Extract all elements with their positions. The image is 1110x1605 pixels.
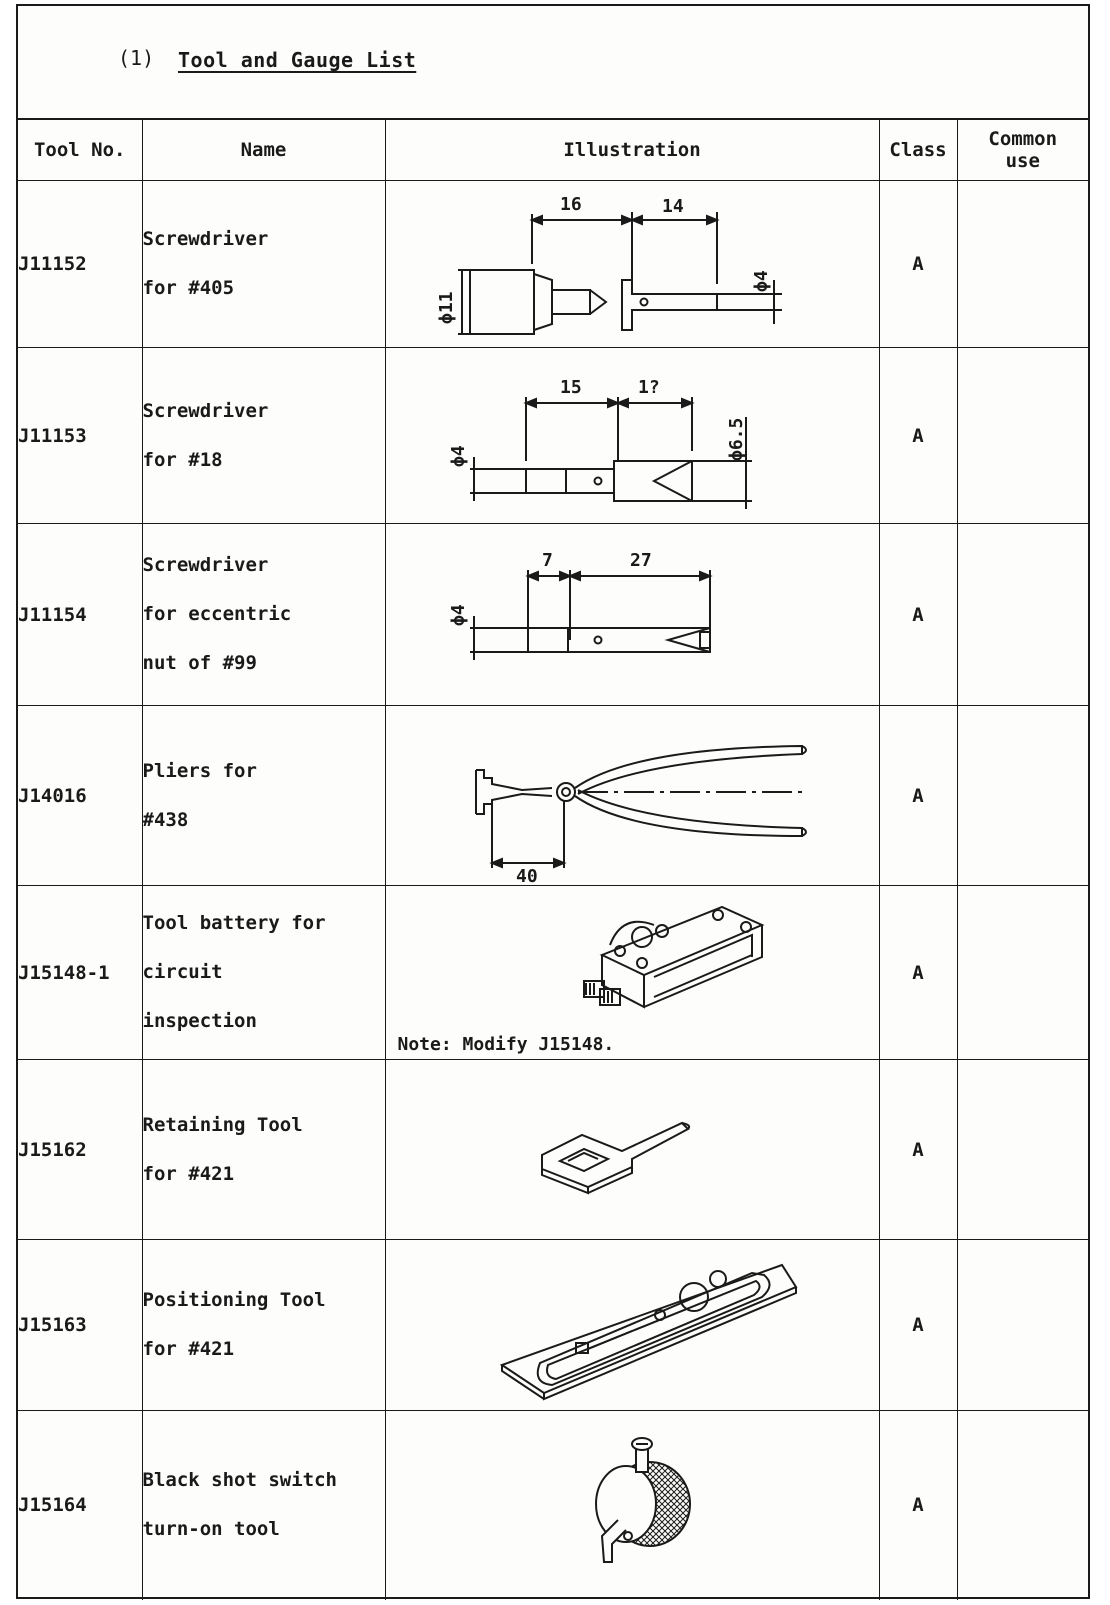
header-tool-no: Tool No. bbox=[18, 120, 143, 181]
tool-number: J11152 bbox=[18, 180, 143, 348]
illustration-cell bbox=[384, 1410, 880, 1600]
class-value: A bbox=[878, 1059, 958, 1240]
illustration-cell: 40 bbox=[384, 705, 880, 886]
illustration-cell bbox=[384, 1059, 880, 1240]
tool-name: Screwdriver for eccentric nut of #99 bbox=[141, 523, 386, 706]
header-common-use: Common use bbox=[956, 120, 1088, 181]
class-value: A bbox=[878, 1410, 958, 1600]
dimension-label: ϕ4 bbox=[751, 270, 772, 292]
dimension-label: ϕ6.5 bbox=[726, 417, 747, 460]
common-use-value bbox=[956, 1410, 1088, 1600]
illustration-cell: 7 27 ϕ4 bbox=[384, 523, 880, 706]
header-class: Class bbox=[878, 120, 958, 181]
common-use-value bbox=[956, 885, 1088, 1060]
illustration-cell bbox=[384, 1239, 880, 1411]
tool-name: Retaining Tool for #421 bbox=[141, 1059, 386, 1240]
header-name: Name bbox=[141, 120, 386, 181]
table-row: J15148-1 Tool battery for circuit inspec… bbox=[18, 885, 1088, 1060]
common-use-value bbox=[956, 523, 1088, 706]
common-use-value bbox=[956, 1059, 1088, 1240]
dimension-label: 7 bbox=[542, 550, 553, 571]
tool-number: J11153 bbox=[18, 347, 143, 524]
screwdriver-drawing: 15 1? ϕ4 ϕ6.5 bbox=[448, 377, 752, 509]
common-use-value bbox=[956, 347, 1088, 524]
class-value: A bbox=[878, 705, 958, 886]
common-use-value bbox=[956, 1239, 1088, 1411]
pliers-drawing: 40 bbox=[475, 744, 807, 883]
positioning-tool-drawing bbox=[499, 1263, 798, 1401]
tool-name: Black shot switch turn-on tool bbox=[141, 1410, 386, 1600]
tool-name: Screwdriver for #18 bbox=[141, 347, 386, 524]
illustration-cell: 16 14 ϕ11 ϕ4 bbox=[384, 180, 880, 348]
dimension-label: 40 bbox=[516, 866, 538, 883]
tool-number: J15162 bbox=[18, 1059, 143, 1240]
class-value: A bbox=[878, 180, 958, 348]
table-row: J15162 Retaining Tool for #421 A bbox=[18, 1059, 1088, 1240]
tool-name: Tool battery for circuit inspection bbox=[141, 885, 386, 1060]
tool-name: Screwdriver for #405 bbox=[141, 180, 386, 348]
table-row: J15164 Black shot switch turn-on tool bbox=[18, 1410, 1088, 1600]
table-row: J11154 Screwdriver for eccentric nut of … bbox=[18, 523, 1088, 706]
dimension-label: ϕ4 bbox=[448, 445, 469, 467]
class-value: A bbox=[878, 523, 958, 706]
class-value: A bbox=[878, 1239, 958, 1411]
header-row: Tool No. Name Illustration Class Common … bbox=[18, 120, 1088, 181]
common-use-value bbox=[956, 180, 1088, 348]
section-title: Tool and Gauge List bbox=[178, 48, 417, 72]
tool-number: J15148-1 bbox=[18, 885, 143, 1060]
battery-tool-drawing bbox=[583, 905, 765, 1009]
tool-number: J14016 bbox=[18, 705, 143, 886]
tool-number: J15163 bbox=[18, 1239, 143, 1411]
illustration-cell: Note: Modify J15148. bbox=[384, 885, 880, 1060]
table-row: J14016 Pliers for #438 bbox=[18, 705, 1088, 886]
screwdriver-drawing: 7 27 ϕ4 bbox=[448, 550, 713, 660]
table-row: J15163 Positioning Tool for #421 bbox=[18, 1239, 1088, 1411]
header-illustration: Illustration bbox=[384, 120, 880, 181]
section-number: (1) bbox=[118, 46, 155, 70]
class-value: A bbox=[878, 347, 958, 524]
tool-name: Positioning Tool for #421 bbox=[141, 1239, 386, 1411]
dimension-label: 14 bbox=[662, 196, 684, 217]
retaining-tool-drawing bbox=[541, 1121, 691, 1194]
tool-number: J11154 bbox=[18, 523, 143, 706]
modification-note: Note: Modify J15148. bbox=[397, 1034, 615, 1055]
dimension-label: ϕ4 bbox=[448, 604, 469, 626]
illustration-cell: 15 1? ϕ4 ϕ6.5 bbox=[384, 347, 880, 524]
screwdriver-drawing: 16 14 ϕ11 ϕ4 bbox=[436, 194, 782, 335]
dimension-label: 1? bbox=[638, 377, 660, 398]
table-row: J11152 Screwdriver for #405 bbox=[18, 180, 1088, 348]
dimension-label: 16 bbox=[560, 194, 582, 215]
switch-tool-drawing bbox=[595, 1437, 691, 1564]
tool-table: Tool No. Name Illustration Class Common … bbox=[18, 120, 1088, 1600]
document-sheet: (1) Tool and Gauge List Tool No. Name Il… bbox=[16, 4, 1090, 1600]
title-band: (1) Tool and Gauge List bbox=[18, 6, 1088, 120]
dimension-label: 15 bbox=[560, 377, 582, 398]
class-value: A bbox=[878, 885, 958, 1060]
table-row: J11153 Screwdriver for #18 bbox=[18, 347, 1088, 524]
tool-name: Pliers for #438 bbox=[141, 705, 386, 886]
common-use-value bbox=[956, 705, 1088, 886]
dimension-label: 27 bbox=[630, 550, 652, 571]
dimension-label: ϕ11 bbox=[436, 291, 457, 324]
tool-number: J15164 bbox=[18, 1410, 143, 1600]
